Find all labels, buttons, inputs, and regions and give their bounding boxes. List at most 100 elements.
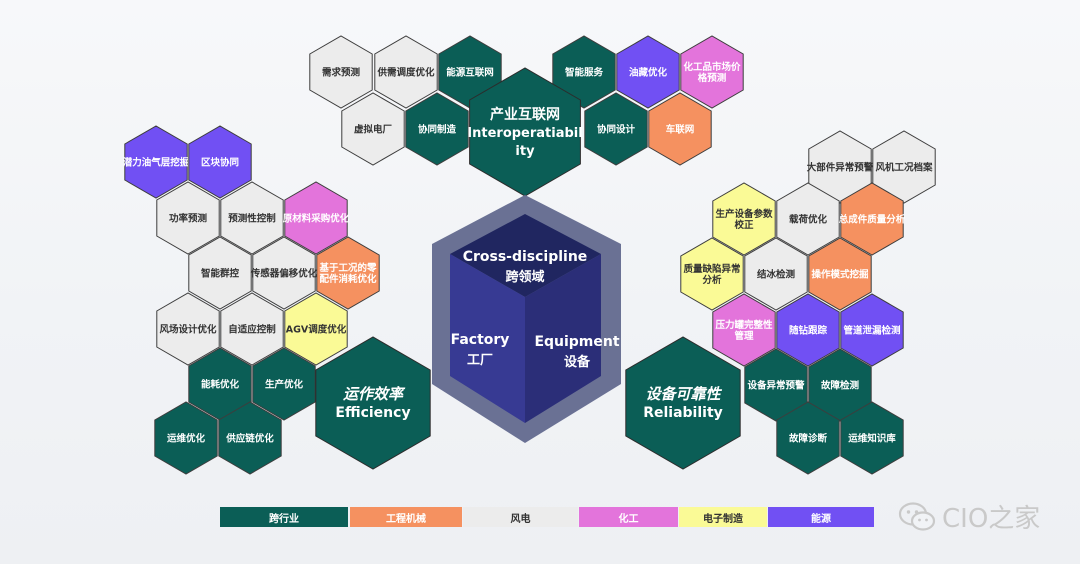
hex-label: 配件消耗优化 (319, 273, 377, 285)
hex-shape (405, 92, 469, 166)
hex-shape (284, 292, 348, 366)
category-hex-efficiency: 运作效率 Efficiency (315, 336, 431, 470)
hex-label: 风场设计优化 (159, 324, 217, 336)
hex-label: 基于工况的零 (318, 262, 377, 274)
hex-shape (154, 401, 218, 475)
hex-24: 运维优化 (154, 401, 218, 475)
hex-label: 协同设计 (597, 124, 636, 136)
hex-label: 生产设备参数 (715, 208, 773, 220)
hex-29: 载荷优化 (776, 182, 840, 256)
watermark-text: CIO之家 (942, 504, 1041, 534)
hex-22: 能耗优化 (188, 347, 252, 421)
cube-right-face (525, 254, 601, 423)
cube-top-en: Cross-discipline (463, 249, 588, 265)
hex-label: 油藏优化 (629, 67, 668, 79)
hex-33: 操作模式挖掘 (808, 237, 872, 311)
hex-label: 故障检测 (821, 380, 860, 392)
category-title-cn: 运作效率 (343, 385, 406, 403)
hex-shape (680, 35, 744, 109)
hex-label: 供应链优化 (225, 433, 274, 445)
hex-shape (316, 236, 380, 310)
hex-35: 随钻跟踪 (776, 293, 840, 367)
hex-label: 智能服务 (565, 67, 604, 79)
category-hex-shape (625, 336, 741, 470)
hex-shape (124, 125, 188, 199)
hex-shape (374, 35, 438, 109)
cross-discipline-cube: Cross-discipline 跨领域 Factory 工厂 Equipmen… (432, 195, 621, 443)
category-title-en: Efficiency (335, 405, 410, 421)
hex-shape (220, 292, 284, 366)
hex-40: 运维知识库 (840, 401, 904, 475)
hex-label: 质量缺陷异常 (683, 263, 740, 275)
hex-label: 管道泄漏检测 (843, 325, 901, 337)
hex-10: 车联网 (648, 92, 712, 166)
hex-shape (156, 181, 220, 255)
hex-shape (776, 293, 840, 367)
cube-top-face (450, 214, 601, 297)
hex-shape (840, 182, 904, 256)
hex-label: 格预测 (698, 72, 727, 84)
hex-label: 预测性控制 (228, 213, 276, 225)
wechat-icon (898, 501, 936, 531)
hex-6: 智能服务 (552, 35, 616, 109)
cube-left-en: Factory (451, 332, 510, 348)
hex-shape (776, 401, 840, 475)
hex-label: 运维知识库 (848, 433, 896, 445)
hex-label: 生产优化 (265, 379, 304, 391)
cube-right-en: Equipment (534, 334, 619, 350)
hex-label: 区块协同 (201, 157, 239, 169)
hex-shape (648, 92, 712, 166)
hex-label: 能源互联网 (446, 67, 494, 79)
hex-23: 生产优化 (252, 347, 316, 421)
hex-label: 风机工况档案 (875, 162, 933, 174)
hex-shape (584, 92, 648, 166)
hex-label: 管理 (734, 330, 754, 342)
hex-label: 总成件质量分析 (839, 214, 906, 226)
hex-5: 协同制造 (405, 92, 469, 166)
legend-item: 工程机械 (350, 507, 462, 527)
hex-label: 协同制造 (418, 124, 457, 136)
hex-shape (156, 292, 220, 366)
hex-label: 结冰检测 (756, 269, 796, 281)
cube-right-cn: 设备 (564, 354, 591, 370)
hex-13: 功率预测 (156, 181, 220, 255)
hex-shape (252, 347, 316, 421)
hex-label: 需求预测 (322, 67, 361, 79)
hex-shape (341, 92, 405, 166)
hex-label: 运维优化 (167, 433, 206, 445)
category-title-en: Reliability (643, 405, 723, 421)
hex-label: 功率预测 (169, 213, 208, 225)
hex-label: 自适应控制 (228, 324, 276, 336)
hex-shape (840, 293, 904, 367)
hex-7: 油藏优化 (616, 35, 680, 109)
hex-label: 供需调度优化 (376, 67, 435, 79)
hex-shape (218, 401, 282, 475)
legend-item: 跨行业 (220, 507, 348, 527)
legend-item: 能源 (768, 507, 874, 527)
hex-shape (220, 181, 284, 255)
category-title-cn: 产业互联网 (490, 106, 560, 123)
hex-shape (808, 237, 872, 311)
hex-2: 供需调度优化 (374, 35, 438, 109)
hex-label: 操作模式挖掘 (811, 269, 869, 281)
hex-36: 管道泄漏检测 (840, 293, 904, 367)
hex-label: 智能群控 (201, 268, 240, 280)
hex-label: 虚拟电厂 (354, 124, 393, 136)
hex-label: 能耗优化 (201, 379, 240, 391)
hex-shape (284, 181, 348, 255)
cube-left-face (450, 254, 525, 423)
hex-label: 原材料采购优化 (283, 213, 350, 225)
hex-14: 预测性控制 (220, 181, 284, 255)
legend-item: 电子制造 (679, 507, 767, 527)
hex-20: 自适应控制 (220, 292, 284, 366)
hex-label: 传感器偏移优化 (250, 268, 318, 280)
cube-left-cn: 工厂 (467, 353, 493, 368)
hex-label: 设备异常预警 (747, 380, 805, 392)
hex-21: AGV调度优化 (284, 292, 348, 366)
hex-label: 化工品市场价 (683, 61, 741, 73)
watermark: CIO之家 (898, 498, 1040, 535)
hex-shape (309, 35, 373, 109)
